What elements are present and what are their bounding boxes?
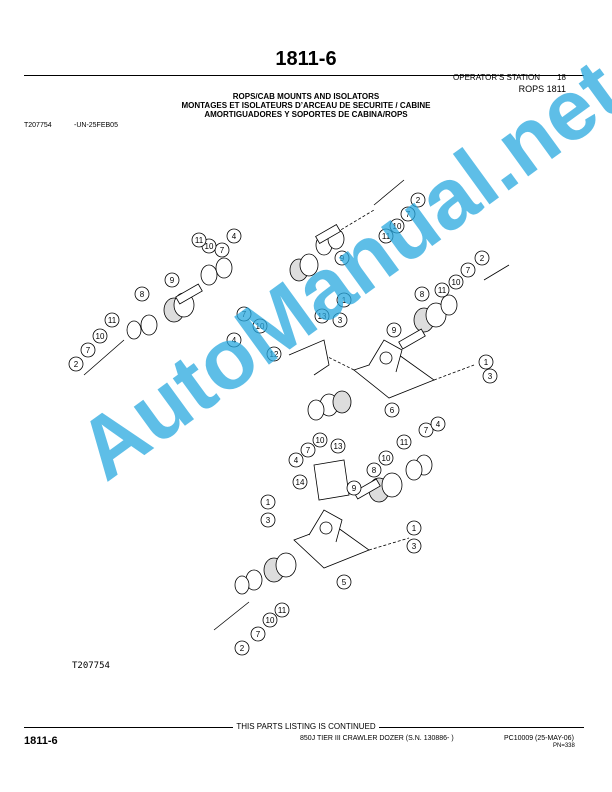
svg-text:10: 10 (266, 616, 275, 625)
svg-text:4: 4 (436, 420, 441, 429)
svg-text:13: 13 (318, 312, 327, 321)
svg-text:11: 11 (278, 606, 287, 615)
group-label: ROPS 1811 (518, 84, 566, 94)
svg-text:2: 2 (416, 196, 421, 205)
svg-text:7: 7 (256, 630, 261, 639)
svg-text:1: 1 (412, 524, 417, 533)
svg-text:5: 5 (342, 578, 347, 587)
svg-text:11: 11 (382, 232, 391, 241)
svg-text:3: 3 (338, 316, 343, 325)
svg-text:4: 4 (232, 232, 237, 241)
exploded-parts-diagram: 2 7 10 11 9 4 7 10 11 9 8 11 10 7 2 2 7 … (68, 179, 510, 656)
heading-french: MONTAGES ET ISOLATEURS D’ARCEAU DE SECUR… (181, 101, 431, 110)
svg-text:4: 4 (232, 336, 237, 345)
svg-text:7: 7 (424, 426, 429, 435)
svg-text:7: 7 (466, 266, 471, 275)
figure-id: T207754 (24, 122, 52, 129)
svg-text:11: 11 (400, 438, 409, 447)
figure-bottom-id: T207754 (72, 661, 110, 671)
svg-text:2: 2 (240, 644, 245, 653)
footer-date: (25-MAY-06) (535, 735, 574, 742)
svg-text:9: 9 (170, 276, 175, 285)
svg-text:11: 11 (195, 236, 204, 245)
section-number: 18 (557, 73, 566, 82)
footer-pn: PN=338 (553, 743, 575, 749)
page-title: 1811-6 (275, 48, 337, 70)
svg-text:10: 10 (393, 222, 402, 231)
svg-text:12: 12 (270, 350, 279, 359)
svg-text:10: 10 (452, 278, 461, 287)
svg-text:10: 10 (256, 322, 265, 331)
svg-text:1: 1 (266, 498, 271, 507)
svg-text:7: 7 (220, 246, 225, 255)
svg-text:3: 3 (412, 542, 417, 551)
heading-spanish: AMORTIGUADORES Y SOPORTES DE CABINA/ROPS (204, 110, 408, 119)
heading-english: ROPS/CAB MOUNTS AND ISOLATORS (232, 92, 380, 101)
figure-date: -UN-25FEB05 (74, 122, 118, 129)
svg-text:10: 10 (316, 436, 325, 445)
svg-text:4: 4 (294, 456, 299, 465)
svg-text:10: 10 (96, 332, 105, 341)
svg-text:7: 7 (306, 446, 311, 455)
svg-text:8: 8 (372, 466, 377, 475)
svg-text:3: 3 (488, 372, 493, 381)
svg-text:11: 11 (108, 316, 117, 325)
footer-model: 850J TIER III CRAWLER DOZER (S.N. 130886… (300, 735, 454, 742)
svg-text:9: 9 (352, 484, 357, 493)
svg-text:8: 8 (140, 290, 145, 299)
svg-text:7: 7 (86, 346, 91, 355)
svg-text:10: 10 (382, 454, 391, 463)
continued-text: THIS PARTS LISTING IS CONTINUED (233, 722, 379, 731)
svg-text:2: 2 (480, 254, 485, 263)
svg-text:9: 9 (340, 254, 345, 263)
svg-text:7: 7 (406, 210, 411, 219)
svg-text:3: 3 (266, 516, 271, 525)
svg-text:10: 10 (205, 242, 214, 251)
svg-text:7: 7 (242, 310, 247, 319)
footer-page-number: 1811-6 (24, 735, 58, 747)
svg-text:13: 13 (334, 442, 343, 451)
svg-text:8: 8 (420, 290, 425, 299)
footer-pc: PC10009 (504, 735, 534, 742)
svg-text:1: 1 (484, 358, 489, 367)
svg-text:11: 11 (438, 286, 447, 295)
svg-text:9: 9 (392, 326, 397, 335)
section-label: OPERATOR’S STATION (453, 73, 540, 82)
svg-text:1: 1 (342, 296, 347, 305)
callout-labels: 2 7 10 11 9 4 7 10 11 9 8 11 10 7 2 2 7 … (68, 192, 498, 656)
svg-text:14: 14 (296, 478, 305, 487)
svg-text:6: 6 (390, 406, 395, 415)
header-rule (24, 75, 584, 76)
svg-text:2: 2 (74, 360, 79, 369)
